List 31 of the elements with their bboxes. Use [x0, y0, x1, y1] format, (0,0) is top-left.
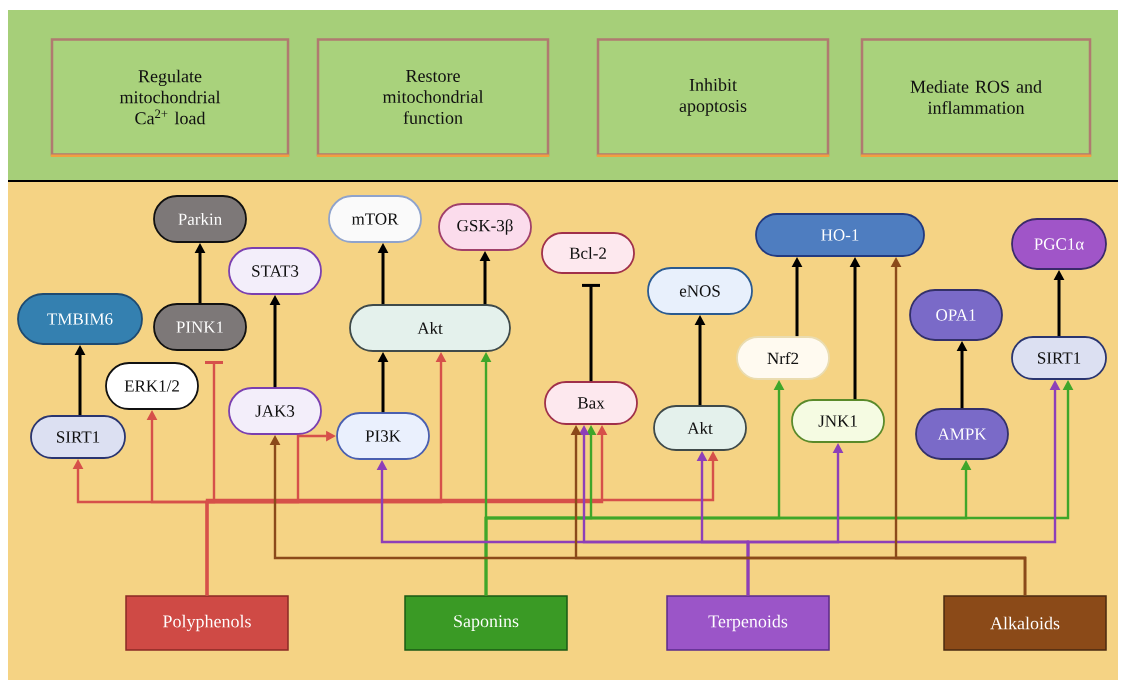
molecule-pill: eNOS — [647, 267, 753, 315]
effect-box: Regulate mitochondrial Ca$^{2+}$ load — [50, 38, 290, 157]
molecule-pill: PGC1α — [1011, 218, 1107, 270]
molecule-pill: OPA1 — [909, 289, 1003, 341]
molecule-pill: Akt — [653, 405, 747, 451]
molecule-pill: SIRT1 — [1011, 336, 1107, 380]
compound-class-box: Saponins — [404, 595, 568, 651]
molecule-pill: GSK-3β — [438, 203, 532, 251]
molecule-pill: Parkin — [153, 195, 247, 243]
compound-class-box: Alkaloids — [943, 595, 1107, 651]
molecule-pill: Bax — [544, 381, 638, 425]
molecule-pill: mTOR — [328, 195, 422, 243]
molecule-pill: AMPK — [915, 408, 1009, 460]
effect-box: Restore mitochondrial function — [316, 38, 550, 157]
molecule-pill: TMBIM6 — [17, 293, 143, 345]
compound-class-box: Polyphenols — [125, 595, 289, 651]
molecule-pill: JAK3 — [228, 387, 322, 435]
molecule-pill: Bcl-2 — [541, 232, 635, 274]
molecule-pill: Akt — [349, 304, 511, 352]
molecule-pill: SIRT1 — [30, 415, 126, 459]
compound-class-box: Terpenoids — [666, 595, 830, 651]
effect-box: Inhibit apoptosis — [596, 38, 830, 157]
arrow — [582, 283, 600, 382]
molecule-pill: JNK1 — [791, 399, 885, 443]
molecule-pill: STAT3 — [228, 247, 322, 295]
molecule-pill: PINK1 — [153, 303, 247, 351]
molecule-pill: PI3K — [336, 412, 430, 460]
molecule-pill: Nrf2 — [736, 336, 830, 380]
effect-box: Mediate ROS and inflammation — [860, 38, 1092, 157]
molecule-pill: HO-1 — [755, 213, 925, 257]
molecule-pill: ERK1/2 — [105, 362, 199, 410]
